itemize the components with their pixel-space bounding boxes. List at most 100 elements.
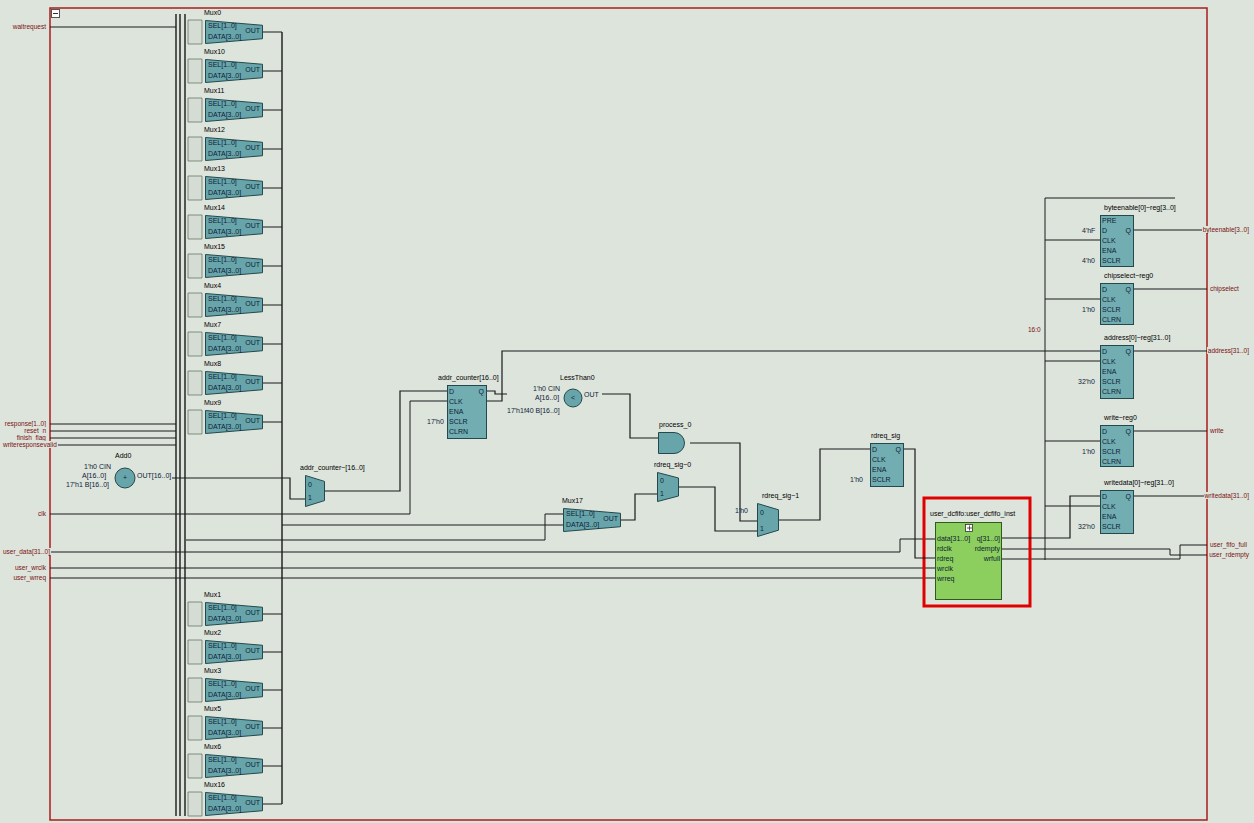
port-name: user_rdempty	[1208, 551, 1250, 558]
signal-wire	[679, 487, 757, 531]
pin-label: OUT	[245, 761, 260, 768]
block-name: byteenable[0]~reg[3..0]	[1103, 204, 1177, 211]
block-name: Mux2	[203, 629, 222, 636]
pin-label: DATA[3..0]	[208, 72, 241, 79]
block-name: Mux14	[203, 204, 226, 211]
port-name: writedata[31..0]	[1204, 492, 1250, 499]
pin-label: 4'hF	[1082, 227, 1095, 234]
pin-label: DATA[3..0]	[208, 805, 241, 812]
pin-label: ENA	[872, 466, 886, 473]
pin-label: SEL[1..0]	[566, 510, 595, 517]
signal-wire	[621, 494, 657, 520]
pin-label: SEL[1..0]	[208, 61, 237, 68]
fifo-instance: user_dcfifo:user_dcfifo_instdata[31..0]r…	[935, 522, 1002, 600]
pin-label: SCLR	[1102, 257, 1121, 264]
pin-label: 1'h0 CIN	[84, 463, 111, 470]
pin-label: wrclk	[937, 565, 953, 572]
pin-label: Q	[1126, 286, 1131, 293]
port-name: finish_flag	[16, 434, 47, 441]
pin-label: CLK	[1102, 358, 1116, 365]
block-name: chipselect~reg0	[1103, 272, 1154, 279]
block-name: Mux17	[561, 497, 584, 504]
pin-label: CLK	[1102, 438, 1116, 445]
pin-label: wrreq	[937, 575, 955, 582]
port-name: reset_n	[23, 427, 47, 434]
pin-label: DATA[3..0]	[208, 33, 241, 40]
mux-block: Mux1SEL[1..0]DATA[3..0]OUT	[205, 602, 263, 626]
port-name: waitrequest	[12, 23, 47, 30]
block-name: LessThan0	[559, 374, 596, 381]
pin-label: SCLR	[1102, 306, 1121, 313]
register-block: write~reg0DCLKSCLRCLRNQ1'h0	[1100, 425, 1134, 467]
pin-label: OUT	[245, 27, 260, 34]
port-name: user_wrreq	[12, 574, 47, 581]
pin-label: SEL[1..0]	[208, 642, 237, 649]
register-block: writedata[0]~reg[31..0]DCLKENASCLRQ32'h0	[1100, 490, 1134, 534]
mux-block: Mux4SEL[1..0]DATA[3..0]OUT	[205, 293, 263, 317]
mux-block: Mux16SEL[1..0]DATA[3..0]OUT	[205, 792, 263, 816]
register-block: chipselect~reg0DCLKSCLRCLRNQ1'h0	[1100, 283, 1134, 325]
register-block: byteenable[0]~reg[3..0]PREDCLKENASCLRQ4'…	[1100, 215, 1134, 267]
pin-label: 32'h0	[1078, 523, 1095, 530]
pin-label: SEL[1..0]	[208, 412, 237, 419]
pin-label: SCLR	[872, 476, 891, 483]
pin-label: 1'h0	[735, 507, 748, 514]
pin-label: SCLR	[1102, 523, 1121, 530]
signal-wire	[690, 443, 757, 521]
pin-label: DATA[3..0]	[208, 653, 241, 660]
pin-label: DATA[3..0]	[208, 189, 241, 196]
mux-block: Mux11SEL[1..0]DATA[3..0]OUT	[205, 98, 263, 122]
port-name: chipselect	[1209, 285, 1240, 292]
collapse-icon	[52, 10, 60, 18]
pin-label: D	[1102, 286, 1107, 293]
pin-label: OUT	[245, 261, 260, 268]
mux-block: Mux9SEL[1..0]DATA[3..0]OUT	[205, 410, 263, 434]
pin-label: Q	[1126, 493, 1131, 500]
pin-label: Q	[1126, 227, 1131, 234]
block-name: Mux7	[203, 321, 222, 328]
signal-wire	[602, 394, 658, 438]
block-name: user_dcfifo:user_dcfifo_inst	[929, 510, 1016, 517]
pin-label: SEL[1..0]	[208, 794, 237, 801]
pin-label: rdreq	[937, 555, 953, 562]
pin-label: <	[571, 394, 575, 401]
pin-label: Q	[1126, 348, 1131, 355]
port-name: write	[1209, 427, 1225, 434]
block-name: Mux5	[203, 705, 222, 712]
pin-label: OUT	[245, 183, 260, 190]
block-name: process_0	[658, 421, 692, 428]
pin-label: CLRN	[1102, 316, 1121, 323]
block-name: rdreq_sig	[870, 432, 901, 439]
block-name: Mux4	[203, 282, 222, 289]
pin-label: SEL[1..0]	[208, 680, 237, 687]
pin-label: SEL[1..0]	[208, 178, 237, 185]
block-name: writedata[0]~reg[31..0]	[1103, 479, 1175, 486]
pin-label: +	[123, 474, 127, 481]
pin-label: CLRN	[1102, 388, 1121, 395]
pin-label: DATA[3..0]	[566, 521, 599, 528]
mux-block: Mux10SEL[1..0]DATA[3..0]OUT	[205, 59, 263, 83]
pin-label: 1'h0	[1082, 306, 1095, 313]
pin-label: A[16..0]	[82, 472, 106, 479]
pin-label: SEL[1..0]	[208, 604, 237, 611]
pin-label: SCLR	[449, 418, 468, 425]
port-name: clk	[37, 510, 47, 517]
block-name: addr_counter[16..0]	[437, 374, 500, 381]
pin-label: OUT	[245, 105, 260, 112]
pin-label: DATA[3..0]	[208, 615, 241, 622]
pin-label: D	[1102, 348, 1107, 355]
mux-2to1: addr_counter~[16..0]01	[305, 475, 325, 507]
pin-label: CLRN	[1102, 458, 1121, 465]
pin-label: DATA[3..0]	[208, 306, 241, 313]
signal-wire	[325, 391, 447, 491]
pin-label: CLK	[1102, 503, 1116, 510]
mux-block: Mux12SEL[1..0]DATA[3..0]OUT	[205, 137, 263, 161]
pin-label: DATA[3..0]	[208, 228, 241, 235]
pin-label: SEL[1..0]	[208, 295, 237, 302]
pin-label: Q	[896, 446, 901, 453]
pin-label: SEL[1..0]	[208, 256, 237, 263]
mux-block: Mux14SEL[1..0]DATA[3..0]OUT	[205, 215, 263, 239]
block-name: write~reg0	[1103, 414, 1138, 421]
mux-block: Mux8SEL[1..0]DATA[3..0]OUT	[205, 371, 263, 395]
signal-wire	[487, 391, 507, 394]
